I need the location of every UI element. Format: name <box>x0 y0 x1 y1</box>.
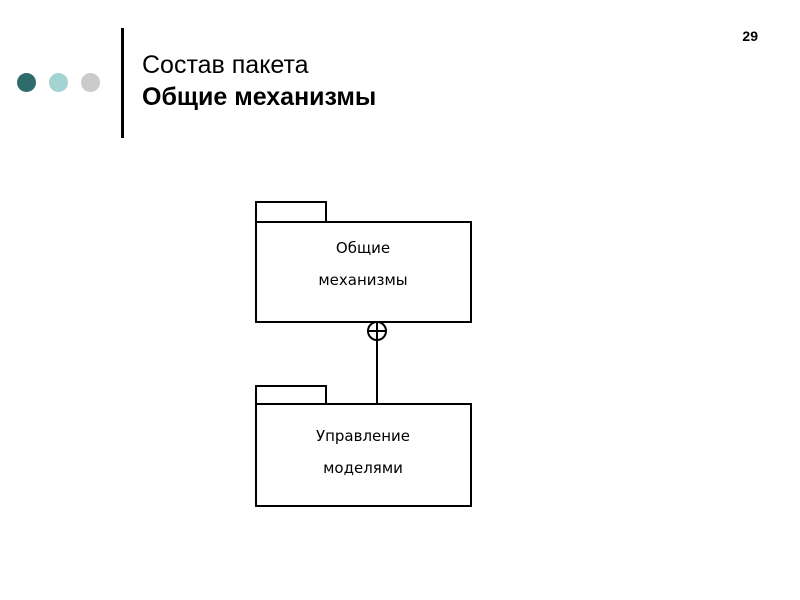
package-label-common-line-2: механизмы <box>318 271 407 289</box>
package-common-mechanisms[interactable]: Общие механизмы <box>255 201 472 323</box>
package-label-management-line-2: моделями <box>323 459 403 477</box>
decor-dot-dark-teal-icon <box>17 73 36 92</box>
page-title-line-1: Состав пакета <box>142 51 309 79</box>
package-label-management-line-1: Управление <box>316 427 410 445</box>
decor-dot-light-teal-icon <box>49 73 68 92</box>
page-number: 29 <box>742 28 758 44</box>
slide-header: Состав пакета Общие механизмы 29 <box>0 0 800 150</box>
containment-circle-plus-icon <box>367 321 387 341</box>
title-vertical-rule <box>121 28 124 138</box>
page-title: Состав пакета Общие механизмы <box>142 50 702 114</box>
package-body-top <box>255 221 472 323</box>
package-label-common-line-1: Общие <box>336 239 390 257</box>
decorative-dots-group <box>17 73 107 93</box>
package-tab-top <box>255 201 327 223</box>
package-model-management[interactable]: Управление моделями <box>255 385 472 507</box>
decor-dot-gray-icon <box>81 73 100 92</box>
page-title-line-2: Общие механизмы <box>142 83 377 111</box>
package-body-bottom <box>255 403 472 507</box>
